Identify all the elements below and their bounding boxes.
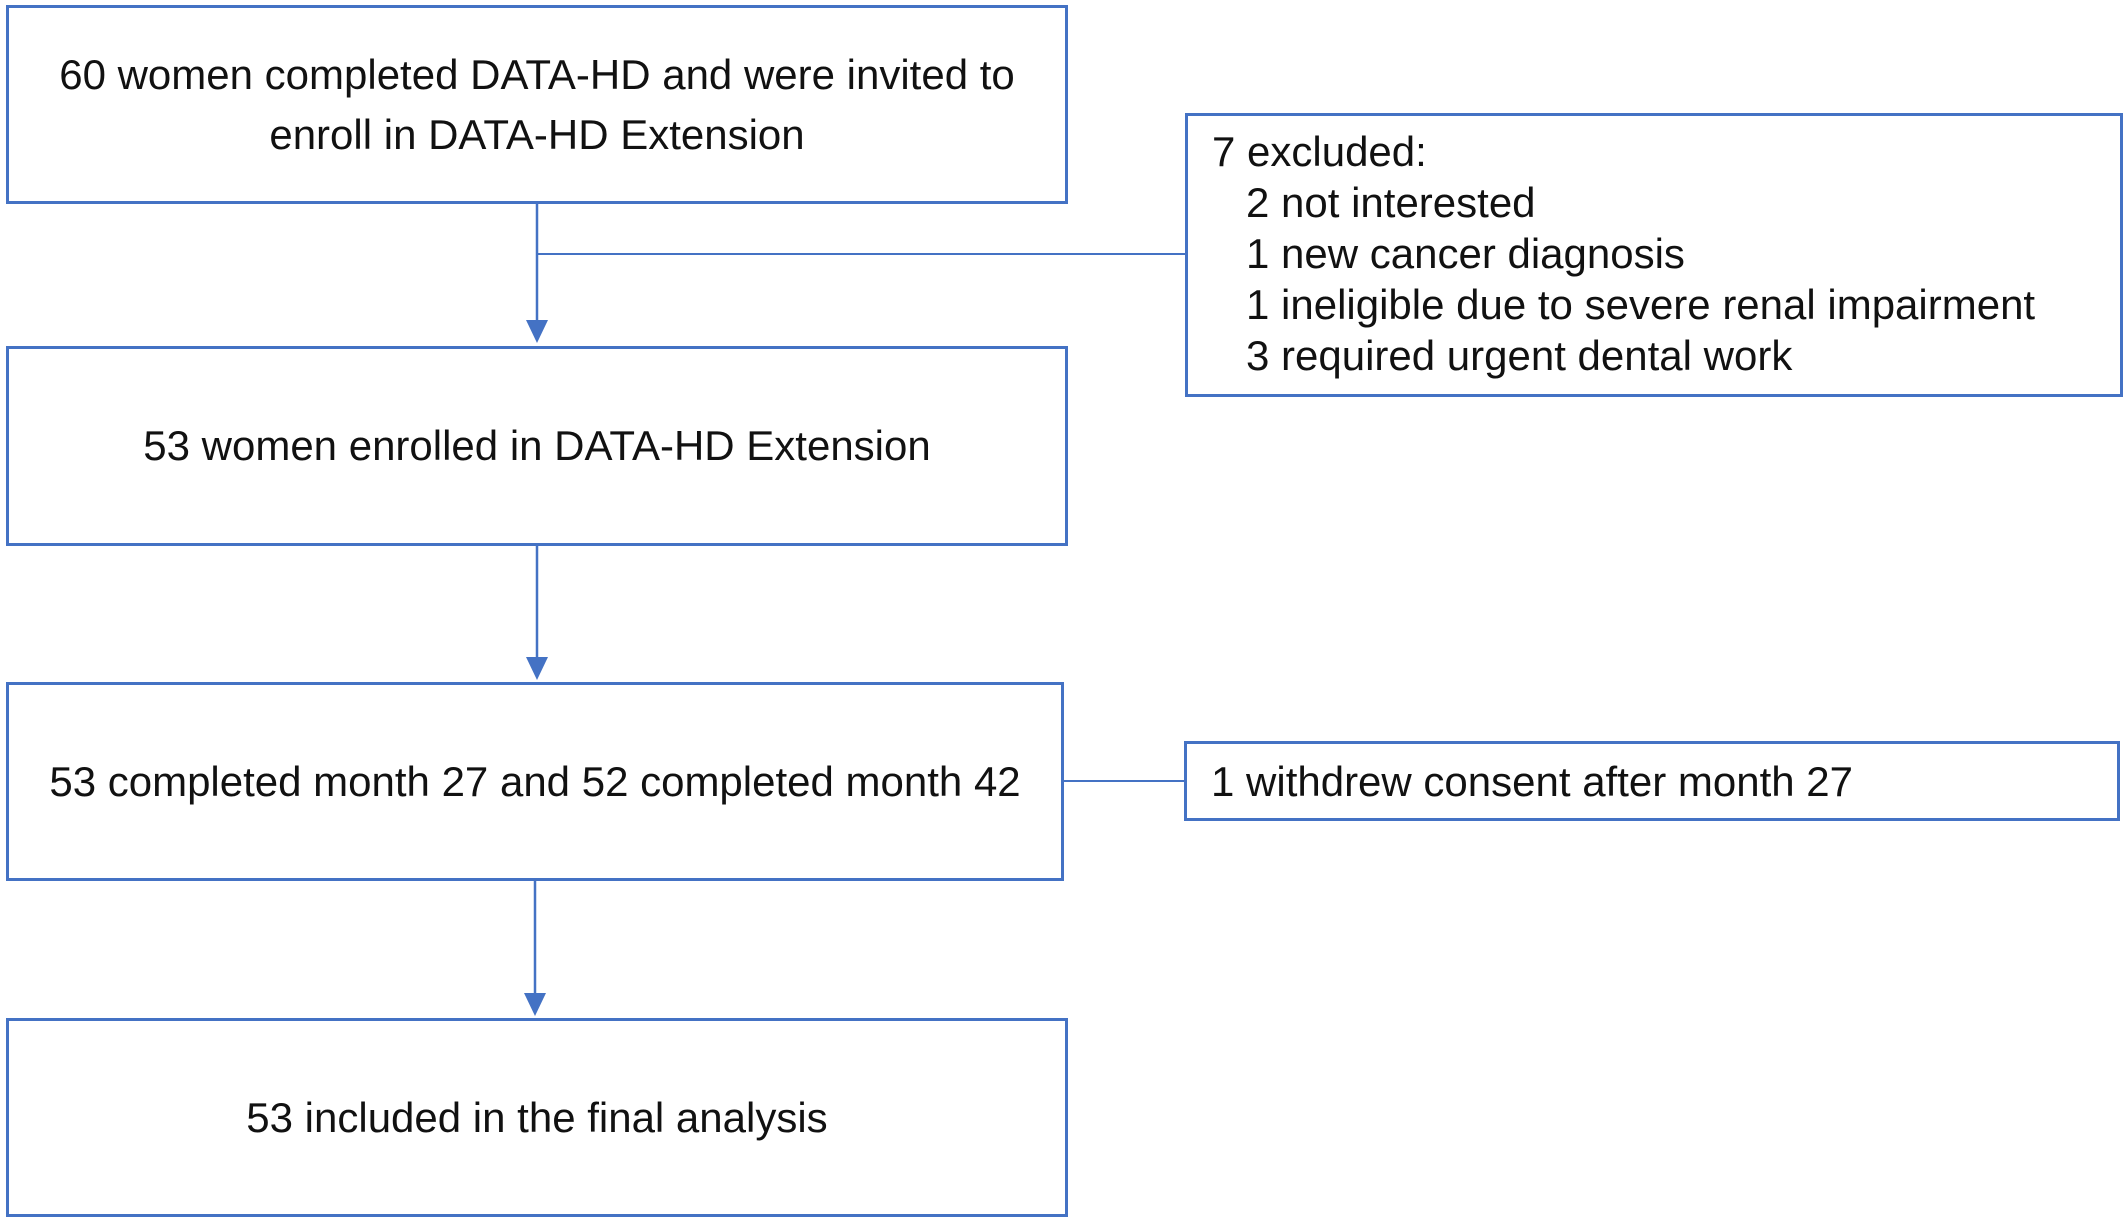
step-invited-text: 60 women completed DATA-HD and were invi… [59, 50, 1015, 158]
step-enrolled-text: 53 women enrolled in DATA-HD Extension [143, 422, 931, 469]
step-analysis-box: 53 included in the final analysis [6, 1018, 1068, 1217]
step-completed-box: 53 completed month 27 and 52 completed m… [6, 682, 1064, 881]
step-analysis-text: 53 included in the final analysis [246, 1093, 828, 1141]
arrowhead-step3 [526, 657, 548, 680]
arrowhead-step4 [524, 993, 546, 1016]
exclusion-item: 1 new cancer diagnosis [1246, 230, 1685, 277]
exclusion-item: 1 ineligible due to severe renal impairm… [1246, 281, 2036, 328]
withdrawal-text: 1 withdrew consent after month 27 [1211, 757, 1854, 805]
withdrawal-box: 1 withdrew consent after month 27 [1184, 741, 2120, 821]
exclusions-box: 7 excluded: 2 not interested 1 new cance… [1185, 113, 2123, 397]
step-completed-text: 53 completed month 27 and 52 completed m… [49, 757, 1021, 805]
exclusion-item: 3 required urgent dental work [1246, 332, 1793, 379]
exclusions-heading: 7 excluded: [1212, 128, 1427, 175]
step-enrolled-box: 53 women enrolled in DATA-HD Extension [6, 346, 1068, 546]
step-invited-box: 60 women completed DATA-HD and were invi… [6, 5, 1068, 204]
arrowhead-step2 [526, 320, 548, 343]
exclusion-item: 2 not interested [1246, 179, 1536, 226]
